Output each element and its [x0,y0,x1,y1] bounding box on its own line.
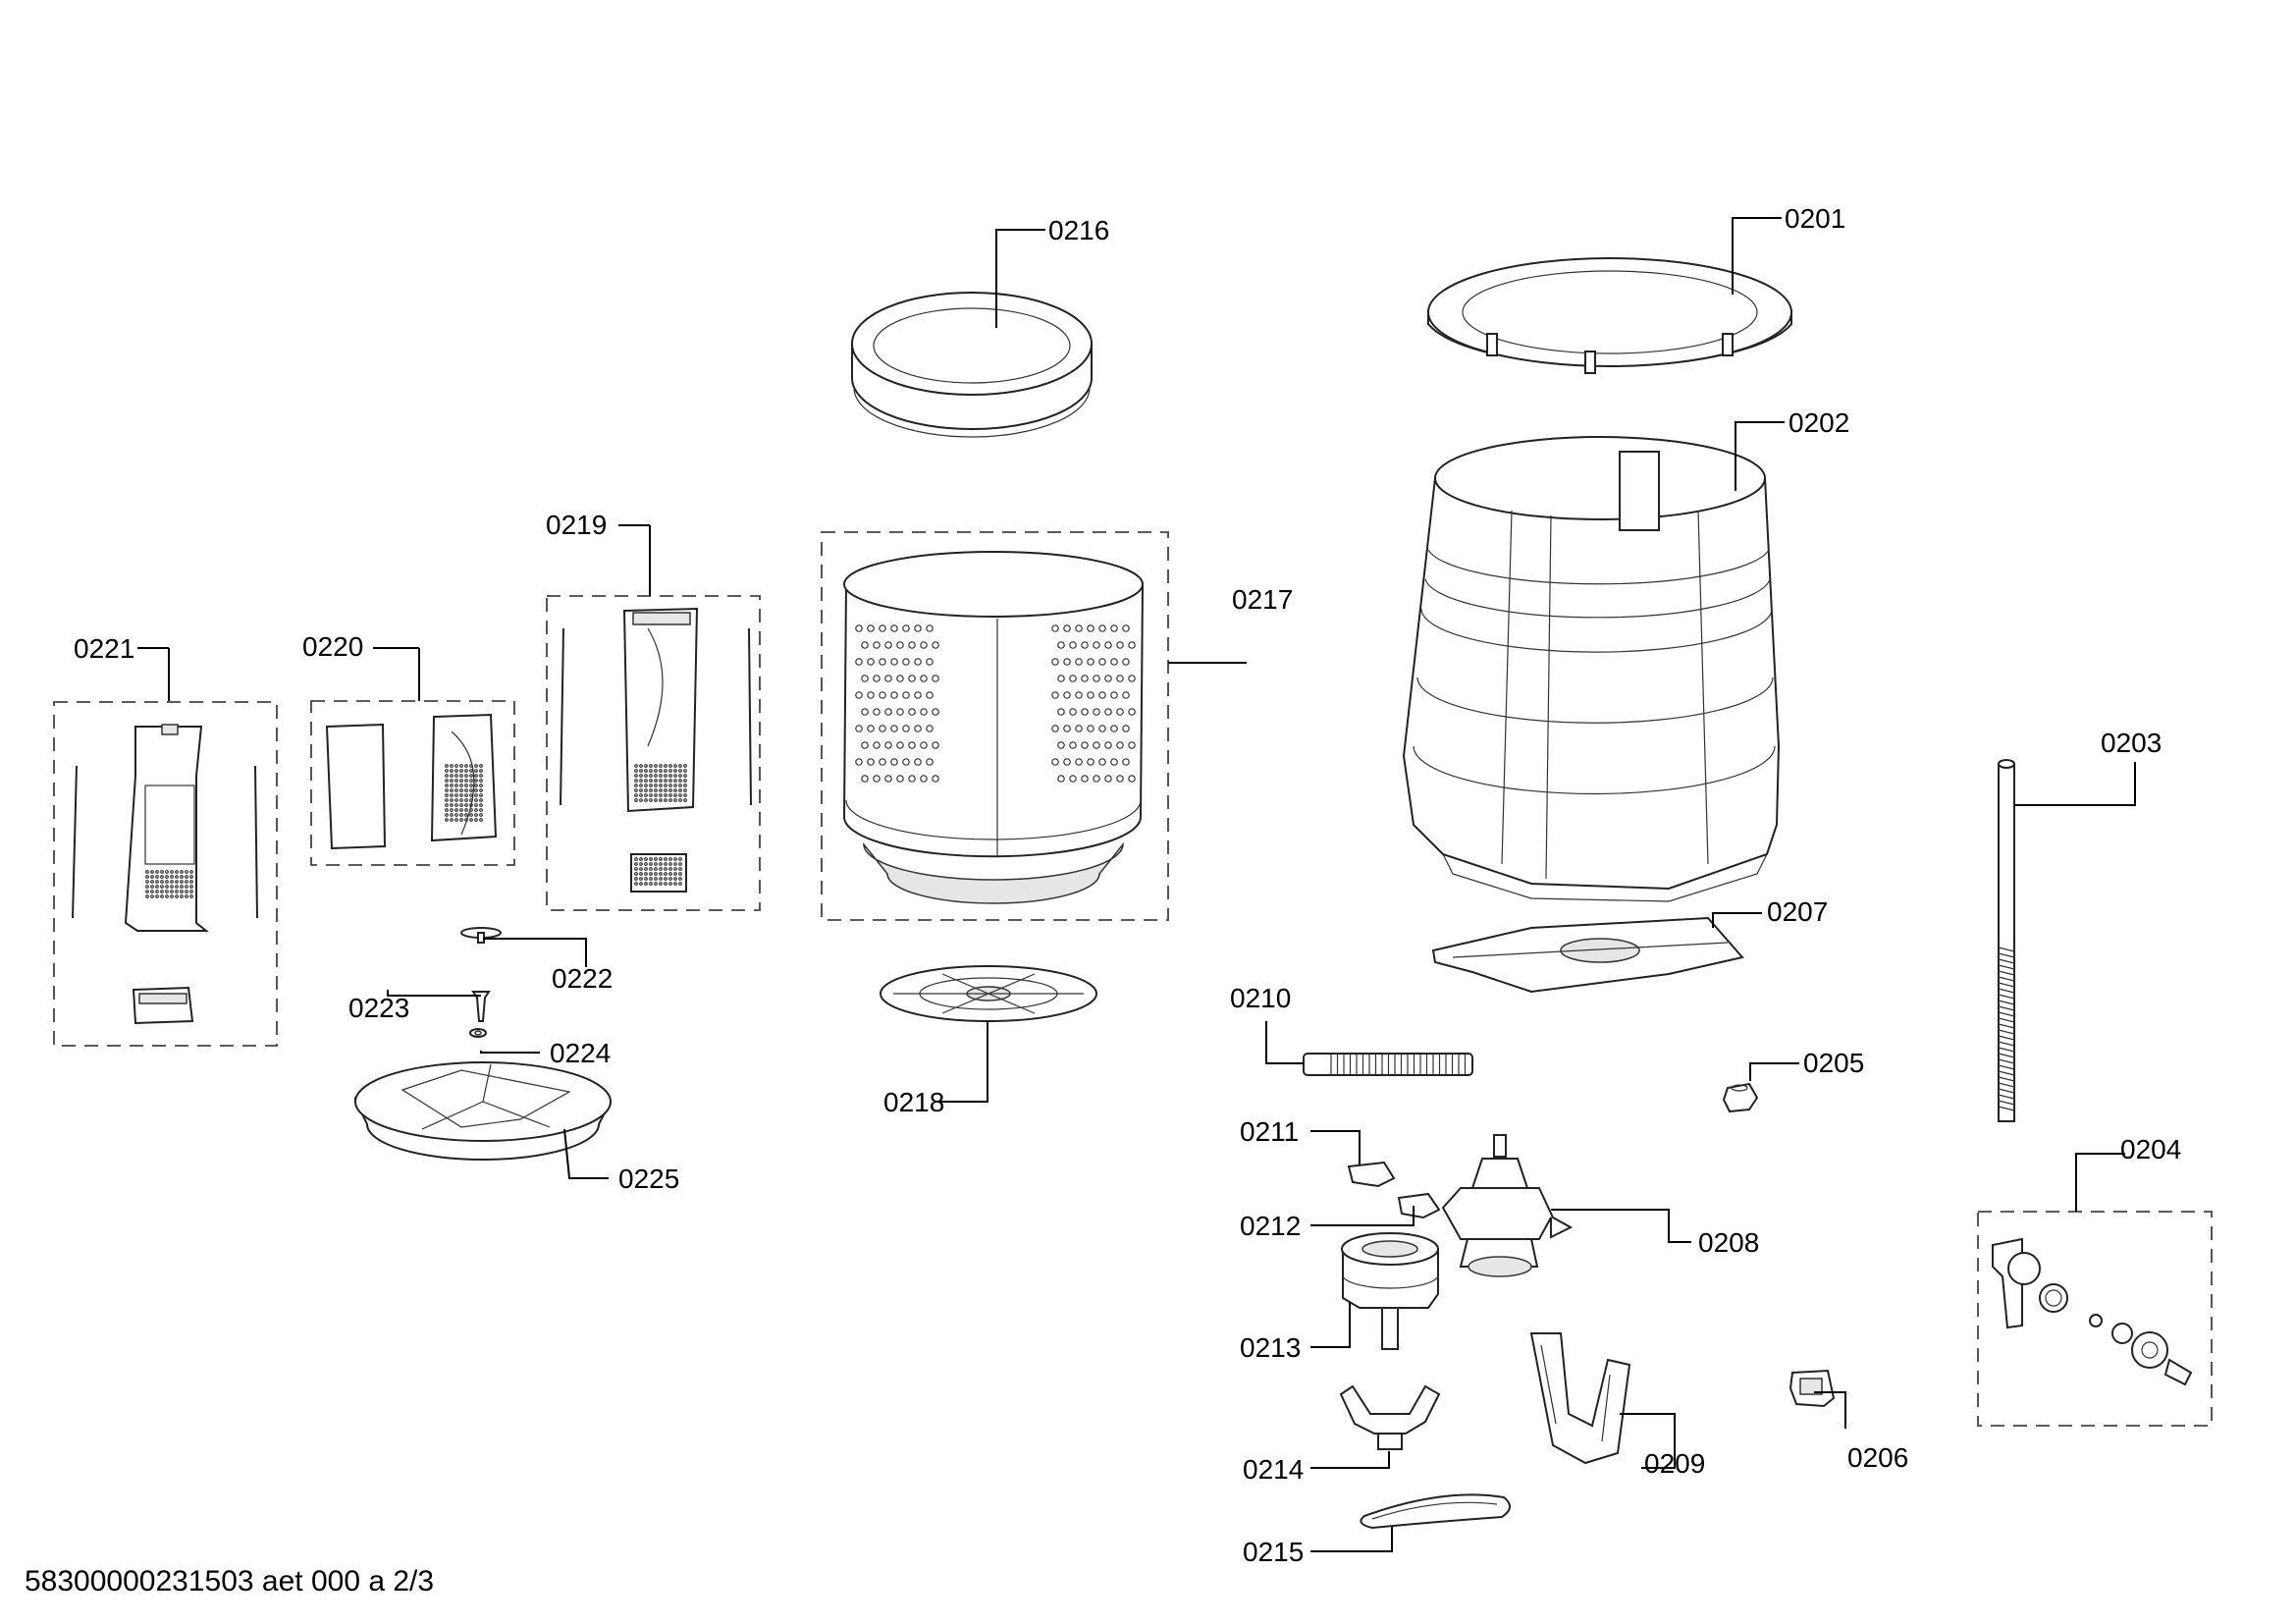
label-0208: 0208 [1698,1227,1759,1258]
label-0210: 0210 [1230,983,1291,1013]
label-0206: 0206 [1847,1442,1908,1473]
drawing-number: 58300000231503 aet 000 a 2/3 [25,1565,435,1597]
leader-lines [137,217,2136,1552]
label-0223: 0223 [348,993,409,1023]
group-box-0221 [53,701,278,1047]
part-0222-bolt [460,927,502,944]
part-0210-bellows-hose [1303,1053,1473,1076]
part-0223-screw [471,991,491,1022]
part-0217-inner-drum [842,551,1144,904]
label-0213: 0213 [1240,1332,1301,1363]
label-0214: 0214 [1243,1454,1304,1485]
part-0201-tub-cover [1427,257,1792,374]
part-0221-filter-housing [72,724,258,1025]
label-0217: 0217 [1232,584,1293,615]
part-0225-pulsator [353,1061,612,1161]
label-0216: 0216 [1048,215,1109,245]
part-0211-clip [1347,1161,1396,1188]
part-0212-clip [1397,1192,1441,1219]
label-0202: 0202 [1789,407,1849,438]
part-0208-clutch-assembly [1441,1134,1574,1277]
label-0207: 0207 [1767,896,1828,927]
label-0203: 0203 [2101,728,2162,758]
part-labels: 0216 0201 0202 0219 0217 0221 0220 0203 … [74,203,2181,1567]
label-0219: 0219 [546,510,607,540]
label-0205: 0205 [1803,1048,1864,1078]
label-0222: 0222 [552,963,613,994]
part-0205-nut [1722,1082,1759,1113]
label-0221: 0221 [74,633,134,664]
part-0218-drum-flange [880,965,1097,1022]
label-0215: 0215 [1243,1537,1304,1567]
label-0224: 0224 [550,1038,611,1068]
label-0218: 0218 [883,1087,944,1117]
part-0220-lint-filter [325,713,498,850]
part-0213-motor [1341,1232,1439,1350]
part-0203-suspension-rod [1998,759,2015,1122]
label-0204: 0204 [2120,1134,2181,1164]
part-0214-coupling [1339,1384,1441,1450]
group-box-0217 [821,531,1169,921]
group-box-0220 [310,700,515,866]
part-0207-motor-bracket [1431,916,1744,994]
part-0209-drain-hose [1529,1332,1631,1465]
part-0216-tub-ring [851,292,1093,438]
label-0209: 0209 [1644,1448,1705,1479]
label-0225: 0225 [618,1164,679,1194]
part-0206-clip [1789,1369,1836,1408]
label-0211: 0211 [1240,1116,1299,1147]
label-0212: 0212 [1240,1211,1301,1241]
part-0219-filter [560,607,752,893]
part-0215-belt [1360,1493,1511,1530]
part-0202-outer-tub [1402,436,1781,902]
label-0201: 0201 [1785,203,1845,234]
part-0224-washer [469,1028,487,1038]
group-box-0219 [546,595,761,911]
label-0220: 0220 [302,631,363,662]
part-0204-drain-pump [1992,1237,2193,1386]
group-box-0204 [1977,1211,2213,1427]
